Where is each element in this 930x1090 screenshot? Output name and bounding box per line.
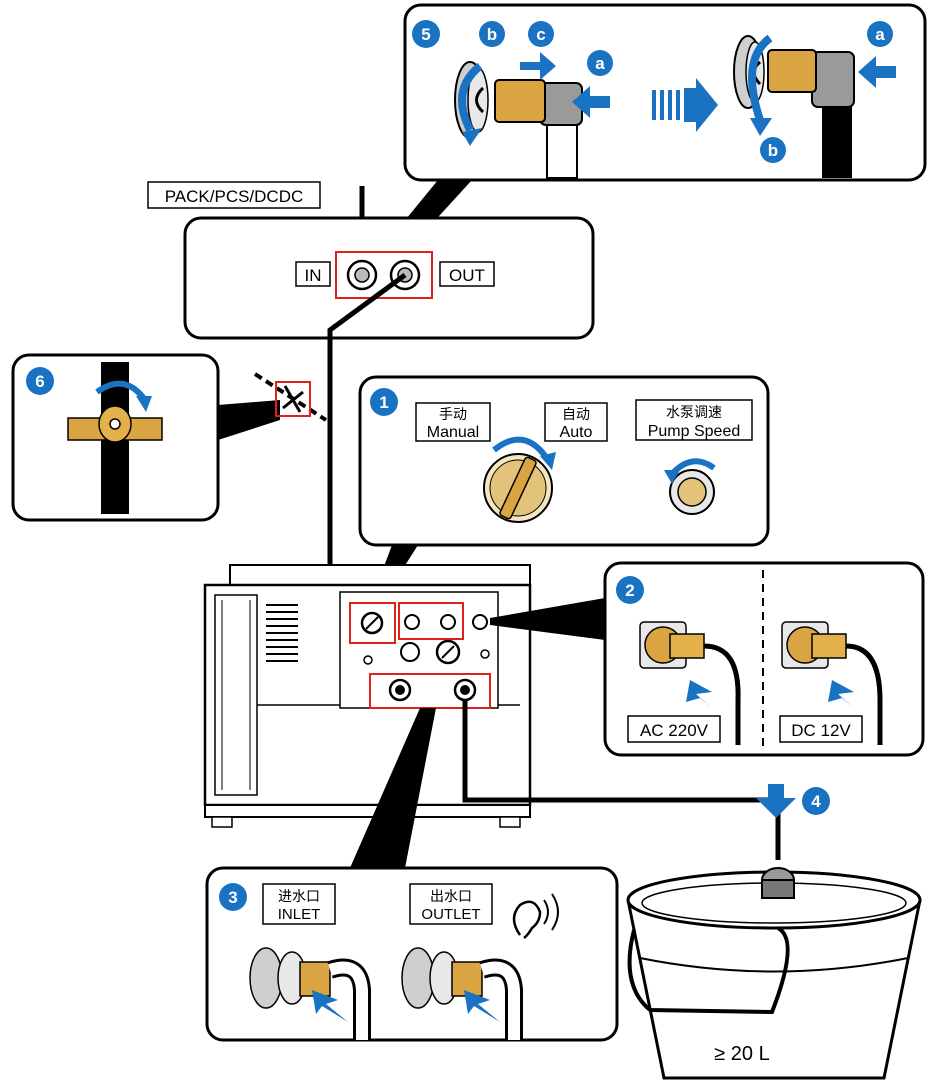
inlet-port [388,678,412,702]
step5-badge: 5 [412,20,440,48]
svg-text:a: a [875,25,885,44]
step3-callout-wedge [350,708,436,868]
svg-text:4: 4 [811,792,821,811]
svg-text:3: 3 [228,888,237,907]
dc-label: DC 12V [779,715,863,743]
step4-badge: 4 [802,787,830,815]
svg-text:c: c [536,25,545,44]
svg-text:1: 1 [379,393,388,412]
valve-highlight [275,381,311,417]
step3-panel: 3 进水口 INLET 出水口 OUTLET [205,708,619,1042]
step5-sub-badge-a-right: a [867,21,893,47]
outlet-connector-illustration [401,947,523,1040]
connector-lock-illustration [733,34,896,178]
inlet-connector-illustration [249,947,371,1040]
step5-sub-badge-a-left: a [587,50,613,76]
outlet-port [453,678,477,702]
svg-text:OUTLET: OUTLET [421,906,480,923]
svg-text:b: b [768,141,778,160]
svg-text:2: 2 [625,581,634,600]
bucket-capacity-label: ≥ 20 L [714,1043,769,1065]
step2-callout-wedge [490,598,605,640]
auto-label: 自动 Auto [544,402,608,442]
connector-release-illustration [454,52,610,179]
svg-text:b: b [487,25,497,44]
svg-text:Pump Speed: Pump Speed [648,423,741,440]
ear-sound-icon [512,893,559,939]
in-connector [346,259,378,291]
mode-knob-highlight [349,602,396,644]
out-label: OUT [439,261,495,287]
svg-text:水泵调速: 水泵调速 [666,405,722,421]
svg-text:5: 5 [421,25,430,44]
pack-unit-panel: IN OUT [183,216,595,340]
svg-text:PACK/PCS/DCDC: PACK/PCS/DCDC [165,187,304,206]
step1-badge: 1 [370,388,398,416]
step5-sub-badge-b-right: b [760,137,786,163]
outlet-label: 出水口 OUTLET [409,883,493,925]
svg-text:出水口: 出水口 [430,889,472,905]
step6-badge: 6 [26,367,54,395]
step2-badge: 2 [616,576,644,604]
svg-text:a: a [595,54,605,73]
outlet-pipe [462,700,781,860]
svg-text:自动: 自动 [562,407,590,423]
pump-speed-knob [664,458,716,515]
step6-panel: 6 [11,353,280,522]
valve-icon [282,385,304,413]
manual-label: 手动 Manual [415,402,491,442]
bucket-illustration [626,867,922,1080]
transition-arrow-icon [652,78,718,132]
mode-selector-knob [483,436,556,523]
svg-text:手动: 手动 [439,407,467,423]
in-label: IN [295,261,331,287]
in-out-highlight [335,251,433,299]
step5-panel: 5 b c [352,3,927,285]
svg-text:INLET: INLET [278,906,321,923]
svg-text:6: 6 [35,372,44,391]
step5-sub-badge-b-left: b [479,21,505,47]
inlet-label: 进水口 INLET [262,883,336,925]
step4-down-arrow [756,784,796,818]
svg-text:Auto: Auto [560,424,593,441]
step5-sub-badge-c: c [528,21,554,47]
svg-text:IN: IN [305,266,322,285]
cooling-device [203,564,532,828]
svg-text:AC 220V: AC 220V [640,721,709,740]
svg-text:Manual: Manual [427,424,479,441]
step6-callout-wedge [218,400,280,440]
step1-panel: 1 手动 Manual 自动 Auto 水泵调速 Pump Speed [358,375,770,608]
step2-panel: 2 AC 220V DC 12V [490,561,925,757]
step4-group: 4 ≥ 20 L [626,784,922,1080]
vent-grille [266,604,298,662]
svg-text:OUT: OUT [449,266,485,285]
pump-speed-label: 水泵调速 Pump Speed [635,399,753,441]
source-label: PACK/PCS/DCDC [147,181,321,209]
svg-text:DC 12V: DC 12V [791,721,851,740]
svg-text:进水口: 进水口 [278,889,320,905]
step3-badge: 3 [219,883,247,911]
ac-label: AC 220V [627,715,721,743]
valve-handle-illustration [67,362,163,514]
dc-socket-illustration [781,621,883,745]
power-socket-highlight [398,602,464,640]
ac-socket-illustration [639,621,741,745]
